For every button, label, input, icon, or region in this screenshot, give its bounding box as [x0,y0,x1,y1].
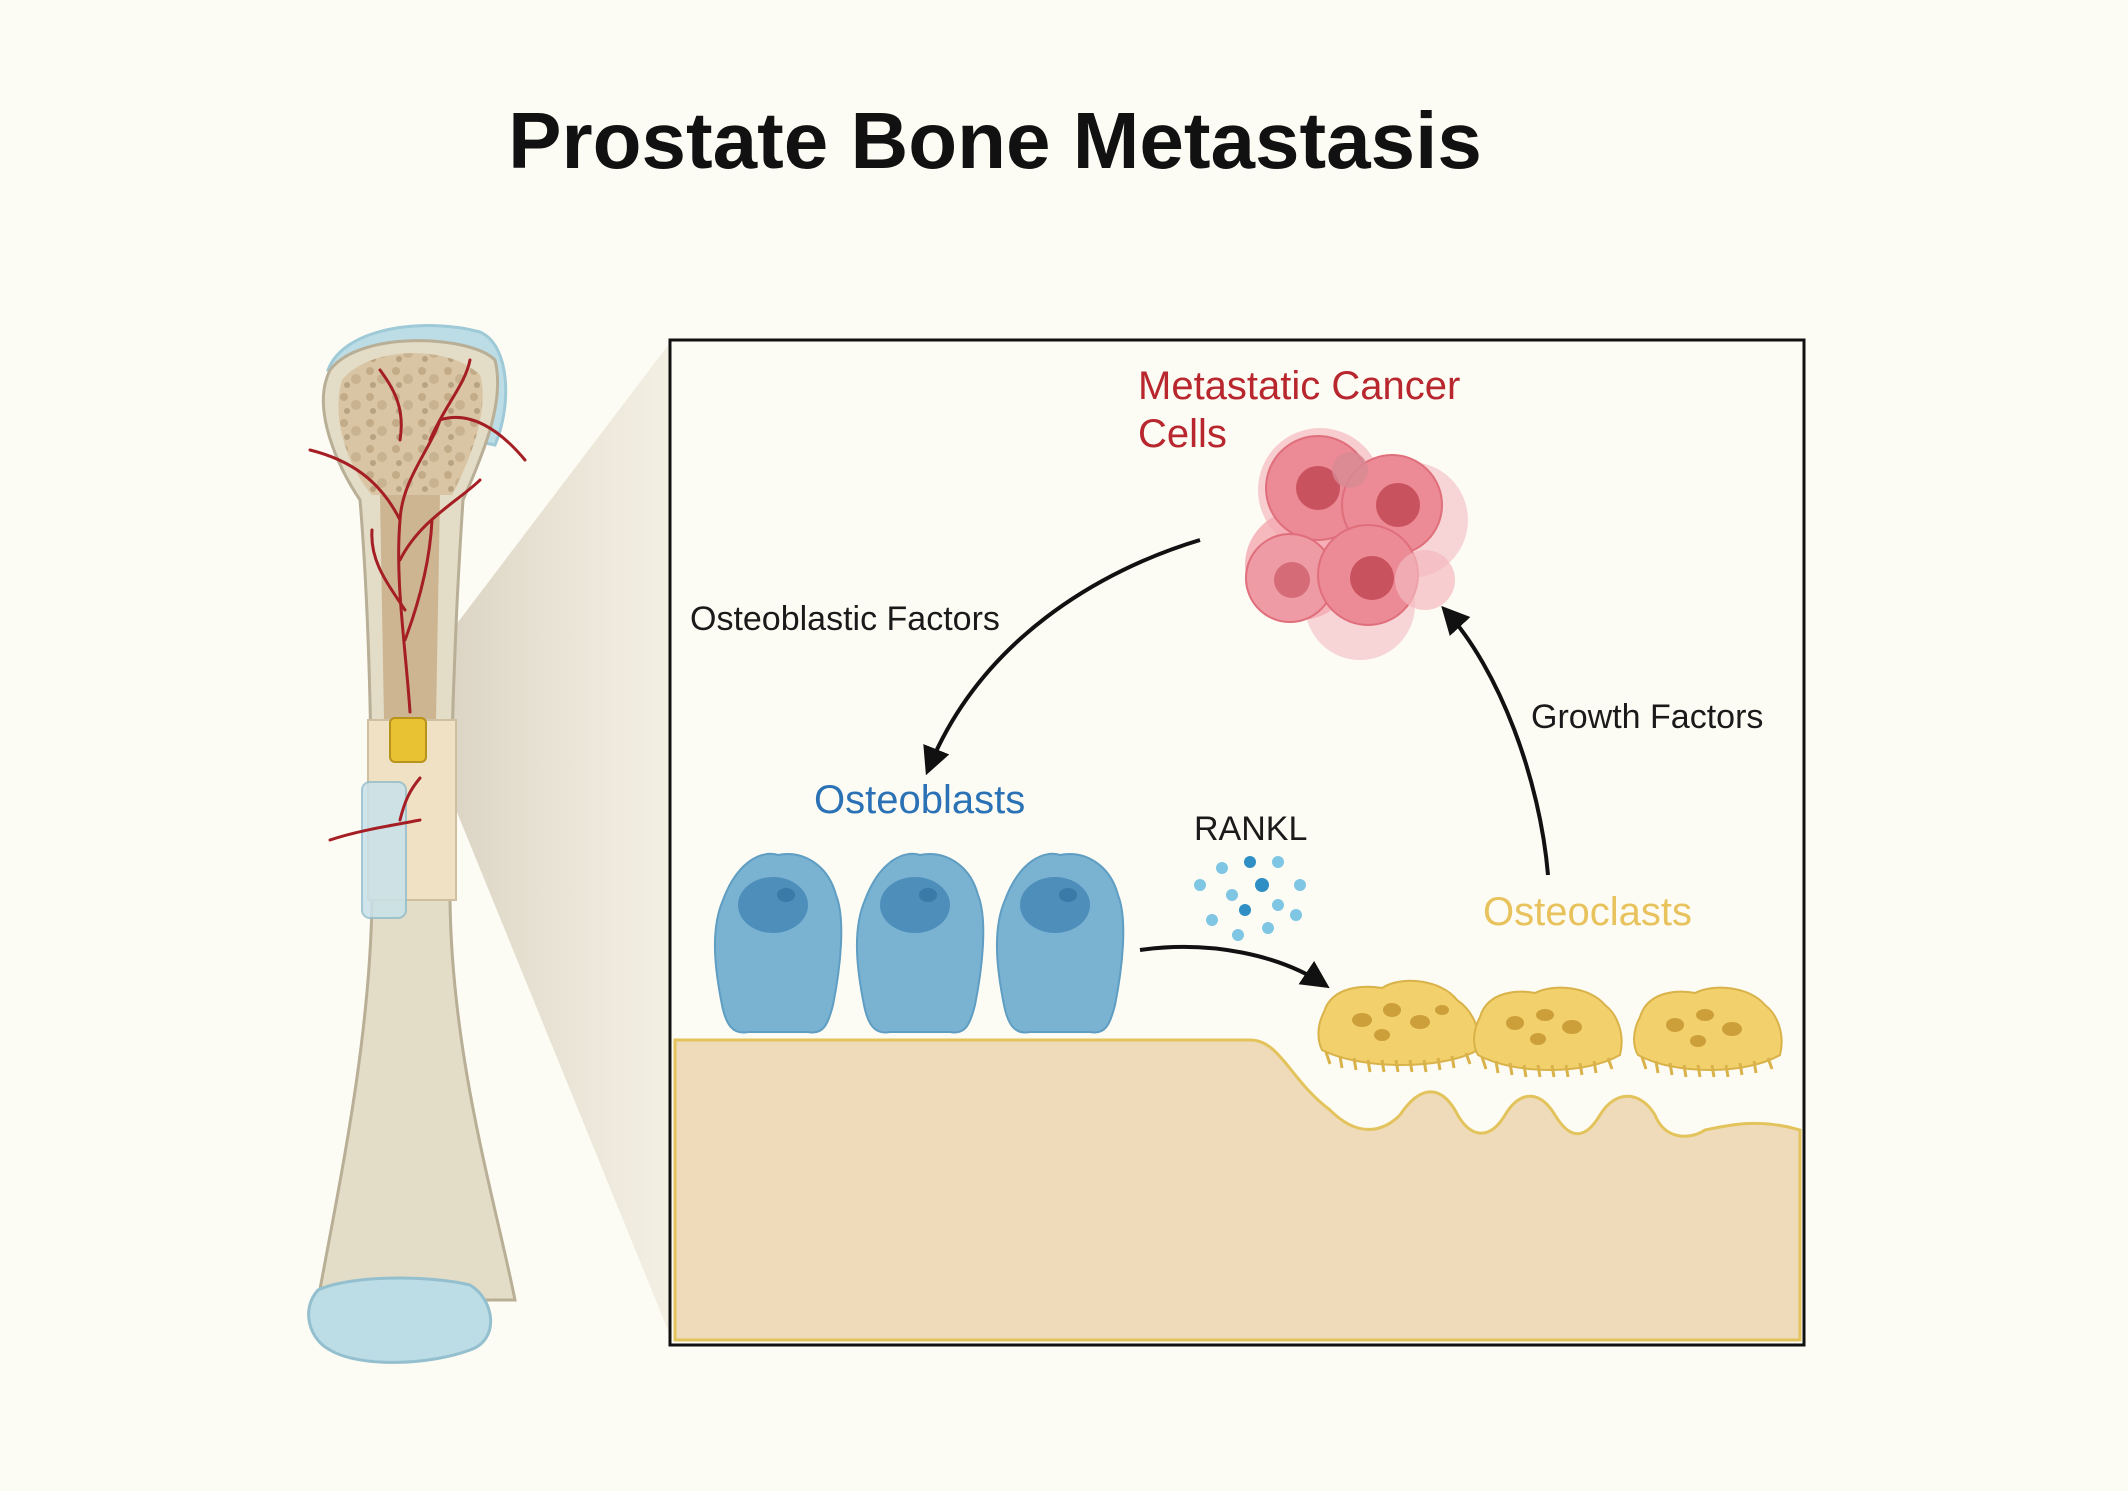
osteoclast-cell [1317,979,1480,1073]
osteoclast-cell [1473,986,1623,1078]
label-rankl: RANKL [1194,810,1308,848]
zoom-wedge [452,340,672,1340]
bone-illustration [307,324,527,1364]
label-cancer-line2: Cells [1138,412,1227,456]
osteoblast-cell [855,852,985,1034]
periosteum-sleeve [361,781,407,919]
bone-matrix [673,1038,1802,1342]
label-osteoclasts: Osteoclasts [1483,890,1692,934]
osteoclast-cells [1317,979,1783,1078]
marrow-plug [389,717,427,763]
blood-vessels [308,358,527,842]
osteoblast-cells [713,852,1125,1034]
arrow-rankl [1139,944,1330,989]
spongy-bone [338,353,483,495]
arrow-osteoblastic-factors [923,538,1201,776]
osteoclast-cell [1633,986,1783,1078]
figure-title: Prostate Bone Metastasis [508,96,1482,185]
cartilage-distal [307,1276,493,1364]
label-metastatic-cancer-cells: Metastatic Cancer Cells [1138,362,1460,458]
osteoblast-cell [995,852,1125,1034]
cancer-cell-cluster [1245,428,1468,660]
osteoblast-cell [713,852,843,1034]
label-osteoblastic-factors: Osteoblastic Factors [690,600,1000,638]
label-osteoblasts: Osteoblasts [814,778,1026,822]
label-growth-factors: Growth Factors [1531,698,1764,736]
label-cancer-line1: Metastatic Cancer [1138,364,1461,408]
arrow-growth-factors [1441,605,1550,876]
rankl-molecules [1194,856,1306,941]
marrow-cavity [380,495,440,720]
